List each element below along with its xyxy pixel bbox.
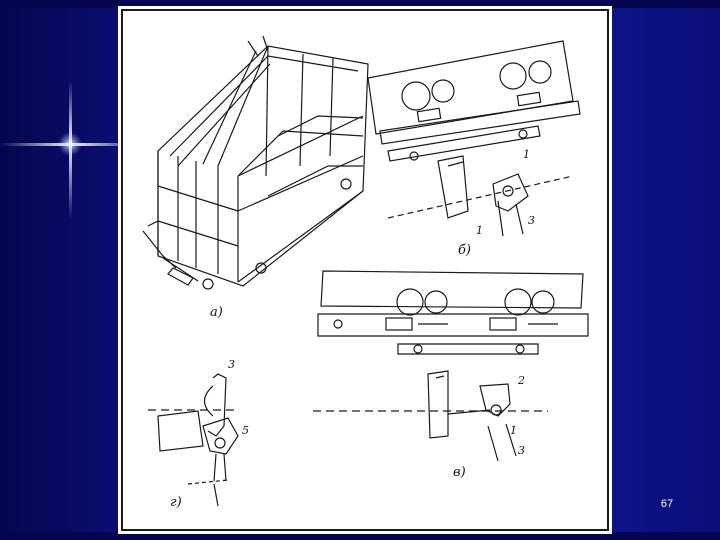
panel-label-g: г) bbox=[170, 495, 182, 510]
left-decor-band bbox=[0, 0, 118, 540]
callout-v-1: 1 bbox=[510, 424, 517, 437]
technical-drawing: б) 1 1 3 в) 2 1 3 bbox=[118, 6, 612, 534]
sparkle-icon bbox=[0, 80, 150, 220]
bottom-decor-band bbox=[0, 532, 720, 540]
callout-g-5: 5 bbox=[242, 424, 249, 437]
hook-drawing-g bbox=[148, 373, 239, 507]
right-decor-band bbox=[612, 0, 720, 540]
trolley-drawing-v bbox=[313, 270, 589, 462]
callout-b-3: 3 bbox=[528, 214, 535, 227]
panel-label-b: б) bbox=[458, 243, 471, 258]
trolley-drawing-b bbox=[367, 40, 581, 237]
callout-v-3: 3 bbox=[518, 444, 525, 457]
cart-drawing-a bbox=[142, 35, 369, 290]
panel-label-a: а) bbox=[210, 305, 223, 320]
callout-g-3: 3 bbox=[228, 358, 235, 371]
callout-b-1: 1 bbox=[523, 148, 530, 161]
page-number: 67 bbox=[660, 498, 674, 510]
callout-b-2: 1 bbox=[476, 224, 483, 237]
top-decor-band bbox=[0, 0, 720, 8]
panel-label-v: в) bbox=[453, 465, 466, 480]
callout-v-2: 2 bbox=[517, 374, 525, 387]
